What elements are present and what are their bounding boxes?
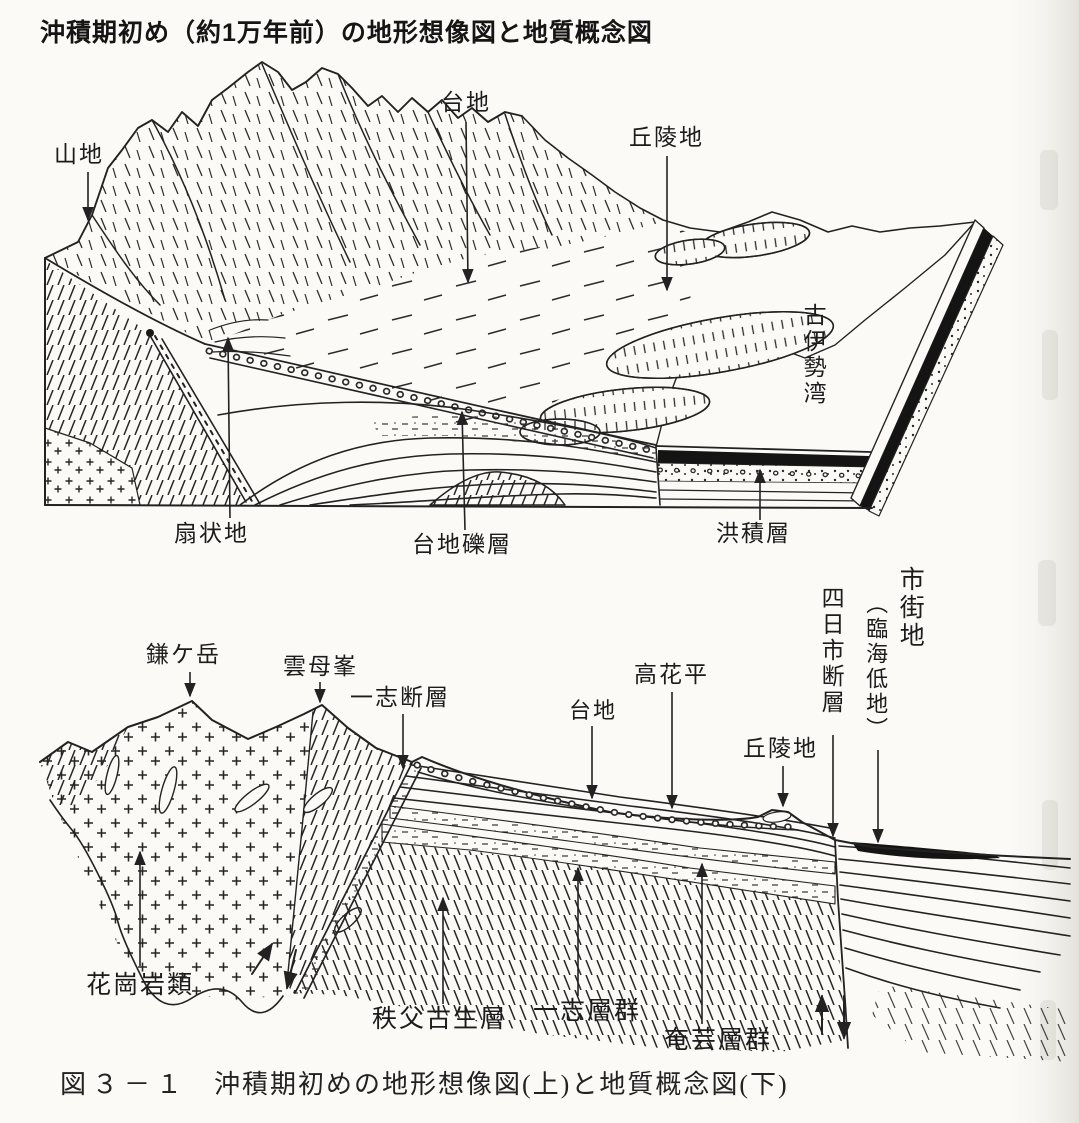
senjochi-leader xyxy=(222,336,234,519)
label-kakoganrui: 花崗岩類 xyxy=(86,972,195,999)
page-title: 沖積期初め（約1万年前）の地形想像図と地質概念図 xyxy=(40,19,653,47)
front-stipple-layer xyxy=(370,412,656,462)
figure-caption-text: 沖積期初めの地形想像図(上)と地質概念図(下) xyxy=(214,1070,789,1099)
fault-slip-arrow-up xyxy=(251,942,273,975)
lower-right-hatch xyxy=(872,985,1070,1062)
age-group-layers xyxy=(838,845,1071,1009)
ichishi-stipple-bands xyxy=(381,805,836,905)
sea-surface xyxy=(656,222,975,452)
basement-hatch-wedge xyxy=(45,260,246,505)
block-bottom-edge xyxy=(44,504,873,509)
daichi-top-leader xyxy=(462,121,474,284)
sea-front-face xyxy=(655,445,872,506)
label-takahanadaira: 高花平 xyxy=(634,662,709,687)
granite-lower-boundary xyxy=(49,799,284,1014)
fault-slip-arrow-down xyxy=(283,949,298,990)
basement-hatch-region xyxy=(295,832,846,1052)
kirara-flank-wedge xyxy=(287,705,412,995)
alluvial-fan-arcs xyxy=(209,319,291,357)
block-right-edge-strip xyxy=(850,219,1004,517)
label-rinkai-teichi: （臨海低地） xyxy=(863,592,889,742)
figure-caption: 図３－１ 沖積期初めの地形想像図(上)と地質概念図(下) xyxy=(60,1064,789,1101)
label-kamagatake: 鎌ケ岳 xyxy=(146,642,221,667)
mountain-silhouette xyxy=(44,61,523,259)
label-daichi-top: 台地 xyxy=(441,90,491,115)
label-daichi-bottom: 台地 xyxy=(569,698,618,723)
label-age-sogun: 奄芸層群 xyxy=(664,1027,773,1054)
granite-wedge-boundary xyxy=(286,711,314,984)
label-sanchi: 山地 xyxy=(54,142,104,167)
label-shigaichi: 市街地 xyxy=(896,566,924,650)
top-block-diagram xyxy=(44,61,1004,517)
label-kirara-mine: 雲母峯 xyxy=(283,654,358,679)
front-profile-line xyxy=(44,257,206,345)
bottom-cross-section xyxy=(39,700,1071,1062)
label-chichibu: 秩父古生層 xyxy=(372,1006,508,1033)
daichi-rekiso-leader xyxy=(456,410,469,531)
mountain-spurs xyxy=(91,63,553,306)
figure-number: 図３－１ xyxy=(60,1070,189,1099)
label-kyuryochi-top: 丘陵地 xyxy=(629,125,704,150)
label-daichi-rekiso: 台地礫層 xyxy=(412,532,512,557)
label-ichishi-sogun: 一志層群 xyxy=(533,998,642,1025)
label-senjochi: 扇状地 xyxy=(174,521,249,546)
granite-region xyxy=(40,701,313,1000)
label-kyuryochi-bottom: 丘陵地 xyxy=(743,736,818,761)
page-edge-shading xyxy=(1000,0,1079,1123)
label-kosekiso: 洪積層 xyxy=(716,521,791,546)
plateau-texture xyxy=(208,225,700,430)
bleed-through-smudges xyxy=(1038,150,1058,1060)
label-ichishi-danso: 一志断層 xyxy=(350,685,450,710)
mountain-region xyxy=(45,62,663,344)
label-leaders xyxy=(82,121,884,1024)
front-dome xyxy=(429,471,566,506)
label-yokkaichi-danso: 四日市断層 xyxy=(818,586,844,716)
label-ko-ise-wan: 古伊勢湾 xyxy=(800,303,826,407)
terrace-gravel-cap xyxy=(413,761,800,831)
